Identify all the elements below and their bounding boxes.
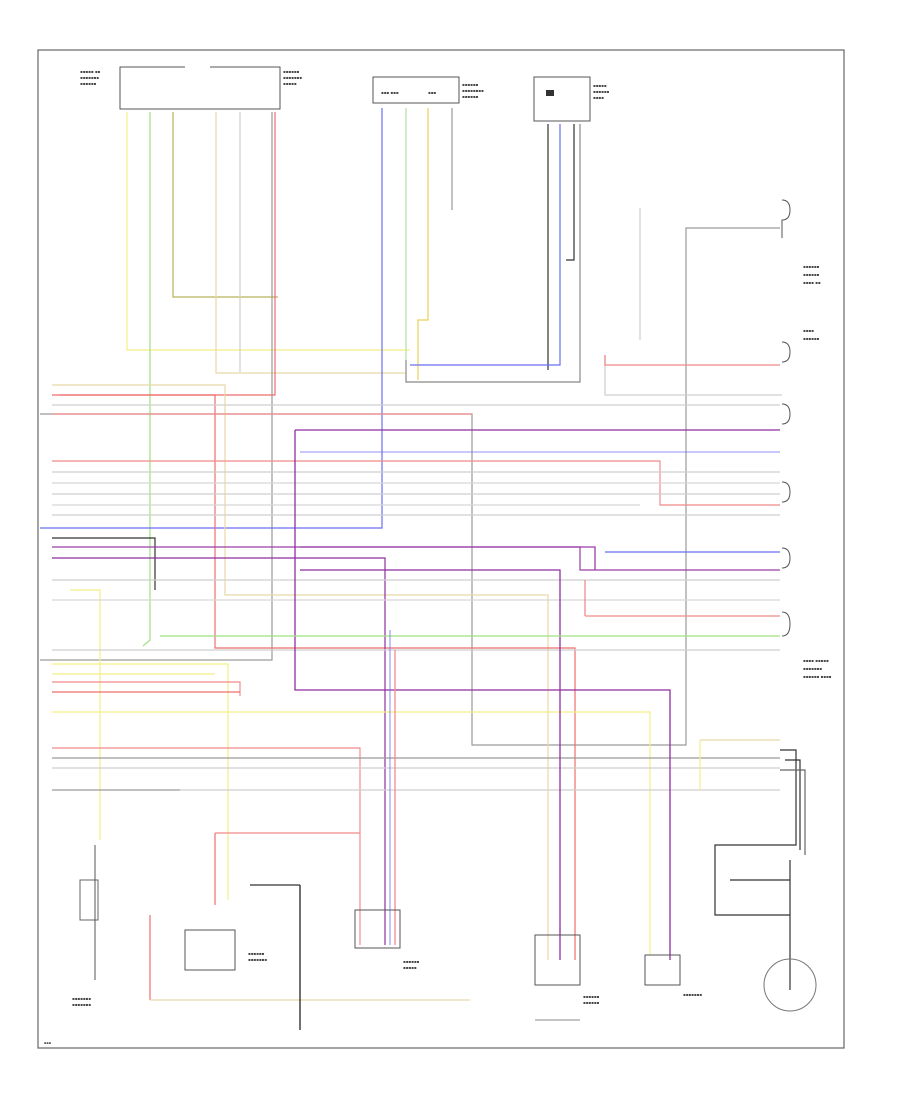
top-middle-connector-box: ▪▪▪ ▪▪▪ ▪▪▪ ▪▪▪▪▪▪ ▪▪▪▪▪▪▪▪ ▪▪▪▪▪▪ (372, 76, 484, 104)
svg-text:▪▪▪▪▪▪▪: ▪▪▪▪▪▪▪ (683, 992, 702, 997)
svg-text:▪▪▪▪▪▪: ▪▪▪▪▪▪ (248, 951, 265, 956)
svg-text:▪▪▪▪ ▪▪: ▪▪▪▪ ▪▪ (803, 280, 821, 285)
horizontal-wire-bus (52, 384, 780, 960)
bottom-middle-sensor: ▪▪▪▪▪▪ ▪▪▪▪▪▪▪ (149, 832, 470, 1030)
colored-long-runs (160, 355, 782, 960)
top-left-sensor-box: ▪▪▪▪▪ ▪▪ ▪▪▪▪▪▪▪ ▪▪▪▪▪▪ ▪▪▪▪▪▪ ▪▪▪▪▪▪▪ ▪… (80, 66, 302, 110)
svg-text:▪▪▪▪▪▪: ▪▪▪▪▪▪ (803, 264, 820, 269)
top-right-sensor-box: ▪▪▪▪▪ ▪▪▪▪▪▪ ▪▪▪▪ (533, 76, 610, 122)
right-side-labels: ▪▪▪▪▪▪ ▪▪▪▪▪▪ ▪▪▪▪ ▪▪ ▪▪▪▪ ▪▪▪▪▪▪ ▪▪▪▪ ▪… (803, 264, 832, 679)
svg-text:▪▪▪▪▪: ▪▪▪▪▪ (283, 81, 297, 86)
wire-bundle-top-middle (40, 108, 581, 529)
wire-bundle-top-right (410, 124, 575, 370)
svg-text:▪▪▪▪▪▪▪: ▪▪▪▪▪▪▪ (72, 996, 91, 1001)
bottom-right-connector: ▪▪▪▪▪▪ ▪▪▪▪▪▪ (534, 934, 600, 1021)
diagram-frame (37, 49, 845, 1049)
svg-text:▪▪▪▪▪▪▪: ▪▪▪▪▪▪▪ (803, 666, 822, 671)
bottom-center-connector: ▪▪▪▪▪▪ ▪▪▪▪▪ (354, 909, 420, 970)
svg-text:▪▪▪▪▪▪: ▪▪▪▪▪▪ (593, 89, 610, 94)
svg-text:▪▪▪▪▪▪: ▪▪▪▪▪▪ (583, 994, 600, 999)
svg-text:▪▪▪▪▪▪: ▪▪▪▪▪▪ (583, 1000, 600, 1005)
svg-text:▪▪▪▪▪▪▪: ▪▪▪▪▪▪▪ (283, 75, 302, 80)
svg-text:▪▪▪▪▪: ▪▪▪▪▪ (403, 965, 417, 970)
svg-text:▪▪▪▪: ▪▪▪▪ (803, 328, 814, 333)
svg-text:▪▪▪▪▪▪ ▪▪▪▪: ▪▪▪▪▪▪ ▪▪▪▪ (803, 674, 832, 679)
svg-text:▪▪▪▪▪▪: ▪▪▪▪▪▪ (462, 94, 479, 99)
svg-text:▪▪▪▪▪▪▪: ▪▪▪▪▪▪▪ (72, 1002, 91, 1007)
svg-text:▪▪▪▪▪▪: ▪▪▪▪▪▪ (403, 959, 420, 964)
svg-text:▪▪▪▪▪▪: ▪▪▪▪▪▪ (80, 81, 97, 86)
svg-text:▪▪▪▪▪▪: ▪▪▪▪▪▪ (283, 69, 300, 74)
ignition-module (699, 739, 817, 1012)
svg-text:▪▪▪ ▪▪▪: ▪▪▪ ▪▪▪ (381, 90, 399, 95)
right-side-connectors (781, 199, 791, 637)
corner-label: ▪▪▪ (44, 1041, 52, 1045)
svg-text:▪▪▪▪▪: ▪▪▪▪▪ (593, 83, 607, 88)
svg-text:▪▪▪▪ ▪▪▪▪▪: ▪▪▪▪ ▪▪▪▪▪ (803, 658, 829, 663)
svg-text:▪▪▪▪: ▪▪▪▪ (593, 95, 604, 100)
svg-text:▪▪▪▪▪ ▪▪: ▪▪▪▪▪ ▪▪ (80, 69, 101, 74)
svg-text:▪▪▪▪▪▪▪: ▪▪▪▪▪▪▪ (248, 957, 267, 962)
bottom-left-sensor: ▪▪▪▪▪▪▪ ▪▪▪▪▪▪▪ (72, 845, 99, 1007)
svg-text:▪▪▪▪▪▪▪▪: ▪▪▪▪▪▪▪▪ (462, 88, 484, 93)
svg-text:▪▪▪▪▪▪: ▪▪▪▪▪▪ (462, 82, 479, 87)
svg-text:▪▪▪▪▪▪: ▪▪▪▪▪▪ (803, 336, 820, 341)
svg-text:▪▪▪▪▪▪: ▪▪▪▪▪▪ (803, 272, 820, 277)
svg-text:▪▪▪▪▪▪▪: ▪▪▪▪▪▪▪ (80, 75, 99, 80)
wire-bundle-top-left (40, 112, 410, 661)
bottom-far-right-connector: ▪▪▪▪▪▪▪ (644, 954, 702, 997)
svg-text:▪▪▪: ▪▪▪ (428, 90, 436, 95)
